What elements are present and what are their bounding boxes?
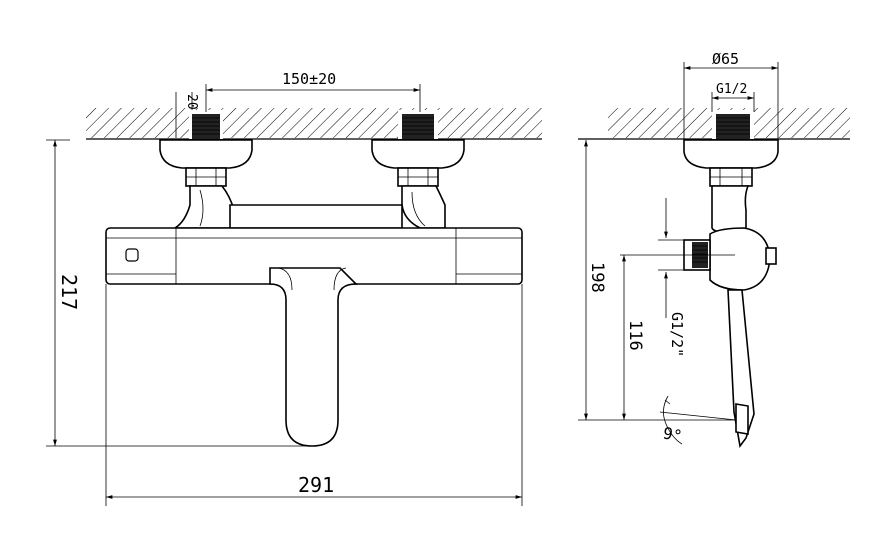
dim-total-height: 217 <box>57 274 81 310</box>
left-elbow <box>172 185 235 229</box>
right-inlet-thread <box>398 110 438 139</box>
right-flange <box>371 139 465 169</box>
button-indicator <box>125 248 139 262</box>
right-elbow <box>401 185 446 229</box>
dim-outlet-thread: G1/2" <box>668 312 686 357</box>
dim-inlet-spacing: 150±20 <box>282 70 336 88</box>
left-flange <box>159 139 253 169</box>
dim-flange-diameter: Ø65 <box>712 50 739 68</box>
dim-inlet-thread: G1/2 <box>716 82 747 97</box>
front-view: 20 150±20 217 291 <box>46 70 542 506</box>
dim-outlet-height: 116 <box>625 320 645 351</box>
side-view: Ø65 G1/2 198 116 G1/2" 9° <box>578 50 850 448</box>
dim-total-width: 291 <box>298 473 334 497</box>
left-inlet-thread <box>189 110 223 139</box>
front-wall-hatch <box>86 108 542 138</box>
side-flange <box>683 139 779 169</box>
right-nut <box>397 167 439 187</box>
side-body <box>709 227 771 291</box>
dim-spout-angle: 9° <box>661 423 684 446</box>
spout <box>269 267 358 447</box>
left-nut <box>185 167 227 187</box>
dim-side-height: 198 <box>587 262 607 293</box>
dim-wall-offset: 20 <box>184 94 199 110</box>
